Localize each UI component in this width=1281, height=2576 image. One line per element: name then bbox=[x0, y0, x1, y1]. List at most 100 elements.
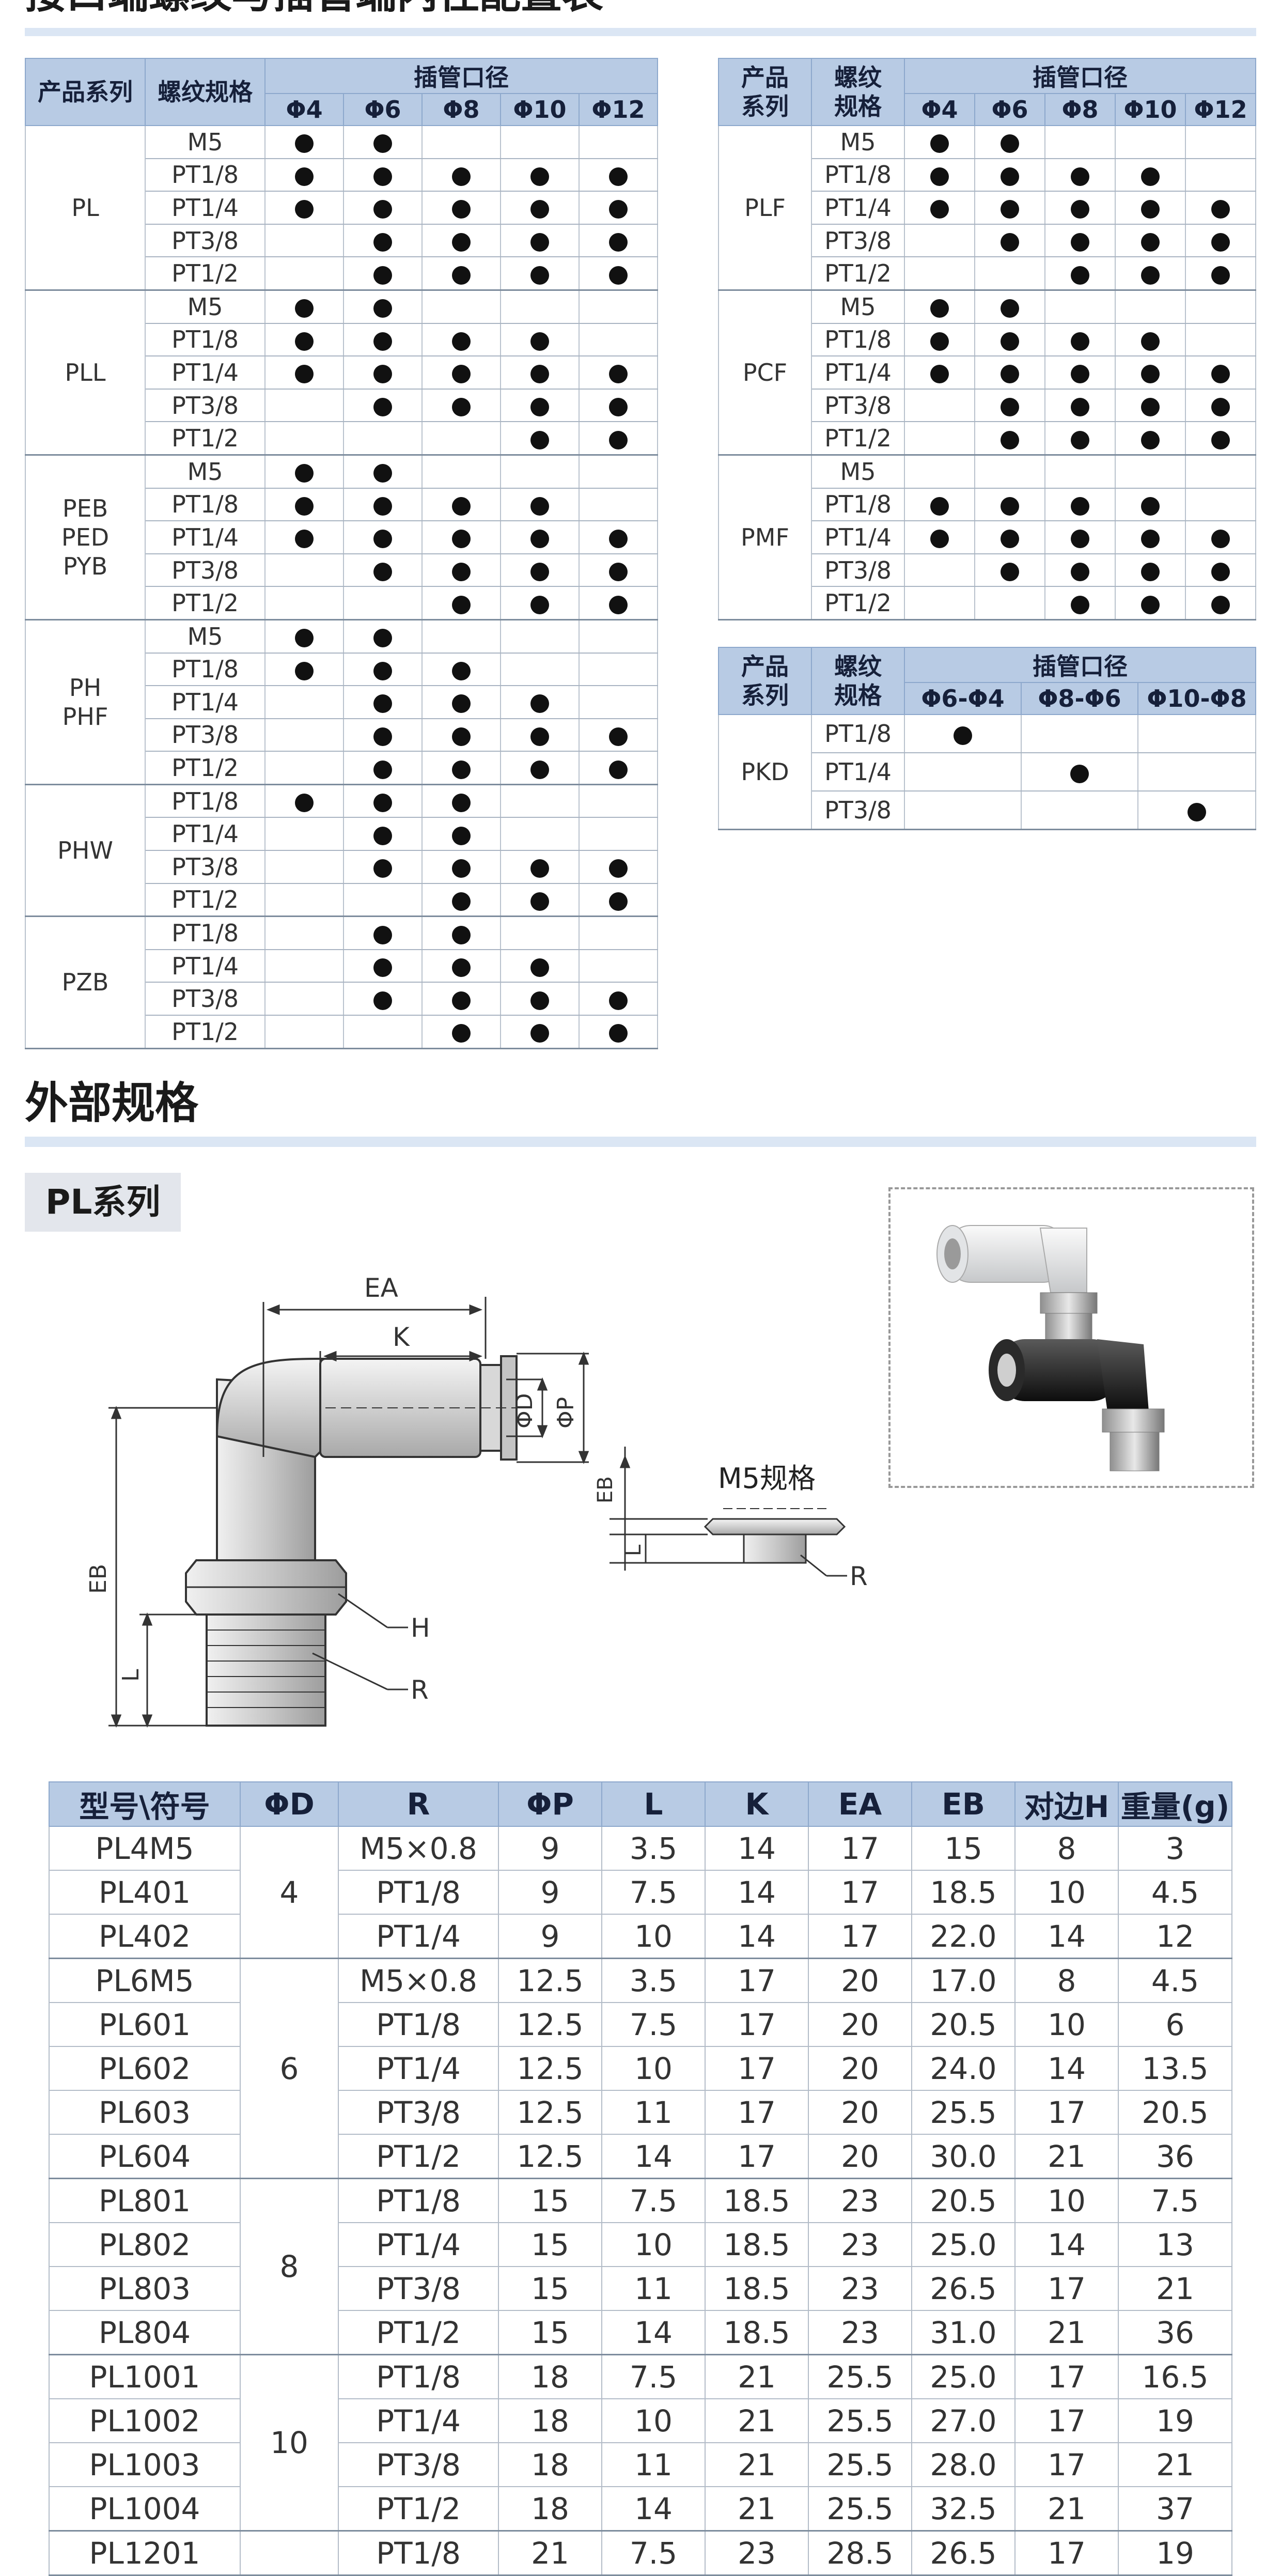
dims-value-cell: 36 bbox=[1118, 2134, 1232, 2179]
availability-dot bbox=[1071, 266, 1089, 285]
bore-cell bbox=[1044, 488, 1116, 522]
elbow-body bbox=[185, 1355, 518, 1727]
availability-dot bbox=[373, 925, 393, 944]
dims-header-cell: 型号\符号 bbox=[49, 1781, 241, 1827]
bore-cell bbox=[499, 158, 580, 192]
thread-cell: PT1/4 bbox=[811, 753, 905, 792]
availability-dot bbox=[608, 760, 628, 779]
availability-dot bbox=[1071, 233, 1089, 252]
dims-value-cell: 9 bbox=[498, 1826, 602, 1871]
bore-cell bbox=[578, 224, 659, 258]
bore-cell bbox=[904, 158, 975, 192]
dims-value-cell: PT1/2 bbox=[338, 2134, 499, 2179]
bore-cell bbox=[264, 389, 345, 423]
dims-value-cell: 14 bbox=[601, 2134, 706, 2179]
header-size: Φ6 bbox=[343, 93, 423, 126]
dims-value-cell: 21 bbox=[1014, 2310, 1119, 2355]
bore-cell bbox=[264, 686, 345, 719]
bore-cell bbox=[1184, 224, 1257, 258]
section-bar bbox=[25, 1137, 1256, 1147]
thread-cell: PT3/8 bbox=[145, 553, 266, 587]
availability-dot bbox=[1071, 530, 1089, 549]
bore-cell bbox=[343, 686, 423, 719]
dims-value-cell: 15 bbox=[498, 2266, 602, 2311]
bore-cell bbox=[499, 521, 580, 554]
header-series: 产品 系列 bbox=[718, 58, 812, 126]
bore-cell bbox=[343, 389, 423, 423]
model-cell: PL602 bbox=[49, 2046, 241, 2091]
thread-cell: M5 bbox=[811, 126, 905, 159]
bore-cell bbox=[974, 257, 1045, 291]
dims-value-cell: 23 bbox=[808, 2266, 912, 2311]
dims-value-cell: 3.5 bbox=[601, 1826, 706, 1871]
dims-value-cell: 28.0 bbox=[911, 2442, 1016, 2487]
bore-cell bbox=[974, 323, 1045, 357]
availability-dot bbox=[1001, 365, 1019, 384]
dims-value-cell: 7.5 bbox=[601, 2530, 706, 2576]
availability-dot bbox=[530, 727, 549, 746]
header-thread: 螺纹规格 bbox=[145, 58, 266, 126]
bore-cell bbox=[264, 883, 345, 918]
dims-value-cell: 23 bbox=[705, 2530, 809, 2576]
dims-value-cell: 21 bbox=[1118, 2266, 1232, 2311]
bore-cell bbox=[264, 521, 345, 554]
bore-cell bbox=[578, 257, 659, 291]
bore-cell bbox=[904, 455, 975, 489]
availability-dot bbox=[373, 563, 393, 582]
model-cell: PL1004 bbox=[49, 2486, 241, 2532]
availability-dot bbox=[530, 496, 549, 516]
bore-cell bbox=[1184, 323, 1257, 357]
thread-cell: PT1/8 bbox=[811, 488, 905, 522]
bore-cell bbox=[578, 323, 659, 357]
bore-cell bbox=[1184, 553, 1257, 587]
bore-cell bbox=[499, 653, 580, 687]
thread-cell: PT1/2 bbox=[145, 586, 266, 620]
bore-cell bbox=[1184, 455, 1257, 489]
bore-cell bbox=[264, 553, 345, 587]
table-row: PT1/4 bbox=[718, 753, 1256, 792]
series-cell: PHW bbox=[24, 784, 146, 918]
bore-cell bbox=[264, 224, 345, 258]
availability-dot bbox=[608, 430, 628, 449]
bore-cell bbox=[1184, 422, 1257, 456]
thread-cell: PT1/8 bbox=[811, 715, 905, 753]
bore-cell bbox=[1044, 224, 1116, 258]
bore-cell bbox=[264, 1015, 345, 1049]
availability-dot bbox=[1211, 233, 1230, 252]
dims-header-cell: EB bbox=[911, 1781, 1016, 1827]
table-row: PT1/4 bbox=[25, 521, 659, 554]
availability-dot bbox=[295, 496, 314, 516]
dims-value-cell: 15 bbox=[911, 1826, 1016, 1871]
product-photo-box bbox=[888, 1187, 1254, 1488]
dims-value-cell: 10 bbox=[1014, 1870, 1119, 1915]
dims-value-cell: 8 bbox=[1014, 1958, 1119, 2003]
dims-value-cell: 15 bbox=[498, 2310, 602, 2355]
series-cell: PL bbox=[24, 126, 146, 291]
dims-value-cell: 14 bbox=[1014, 2046, 1119, 2091]
dims-value-cell: 14 bbox=[705, 1914, 809, 1959]
bore-d-cell: 6 bbox=[240, 1958, 339, 2179]
dims-value-cell: 17 bbox=[705, 2002, 809, 2047]
dims-value-cell: 18.5 bbox=[705, 2178, 809, 2223]
bore-cell bbox=[1137, 791, 1256, 830]
bore-cell bbox=[1044, 356, 1116, 390]
availability-dot bbox=[373, 496, 393, 516]
availability-dot bbox=[373, 727, 393, 746]
series-cell: PKD bbox=[718, 715, 812, 830]
availability-dot bbox=[1001, 233, 1019, 252]
thread-cell: PT1/4 bbox=[145, 521, 266, 554]
dims-value-cell: 18 bbox=[498, 2398, 602, 2443]
availability-dot bbox=[373, 167, 393, 186]
thread-cell: M5 bbox=[145, 619, 266, 654]
availability-dot bbox=[1211, 266, 1230, 285]
bore-cell bbox=[499, 257, 580, 291]
table-row: PT1/4 bbox=[25, 817, 659, 851]
header-bore-group: 插管口径 bbox=[904, 647, 1256, 683]
dims-value-cell: PT1/8 bbox=[338, 2354, 499, 2399]
table-row: PT1/8 bbox=[718, 488, 1257, 522]
bore-cell bbox=[421, 916, 501, 950]
dims-value-cell: 20 bbox=[808, 2046, 912, 2091]
